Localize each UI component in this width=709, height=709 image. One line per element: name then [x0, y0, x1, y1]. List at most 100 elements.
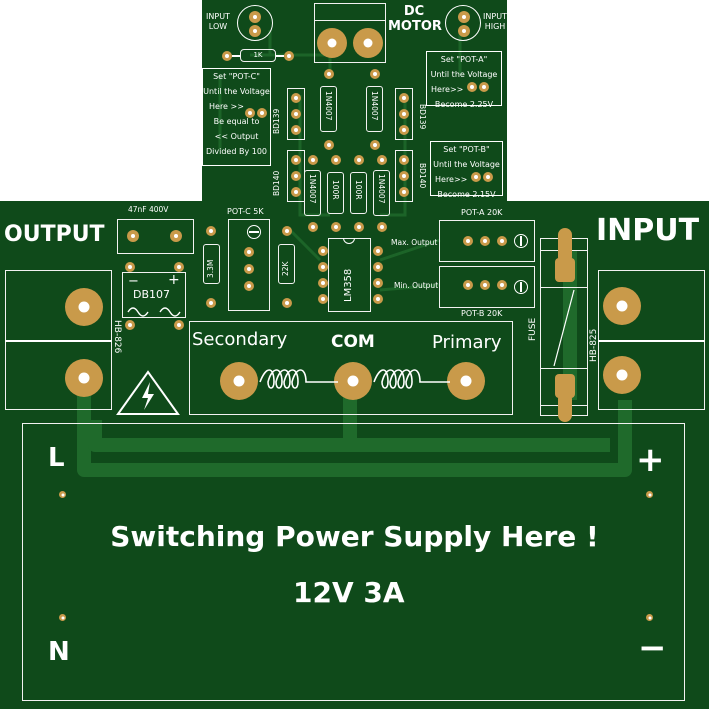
bridge-plus: + [168, 272, 180, 288]
dc-motor-pad [317, 28, 347, 58]
diode-d1 [320, 86, 337, 132]
output-pad-1 [65, 288, 103, 326]
pad [308, 155, 318, 165]
pad [125, 262, 135, 272]
pad [463, 280, 473, 290]
input-high-terminal [445, 5, 481, 41]
fuse-pad [558, 228, 572, 264]
capacitor-47nf [117, 219, 194, 254]
plus-label: + [636, 440, 665, 480]
bd139-left-label: BD139 [272, 108, 281, 134]
diode-d3-label: 1N4007 [308, 174, 317, 204]
pad [318, 278, 328, 288]
minus-label: − [638, 628, 667, 668]
diode-d4 [373, 170, 390, 216]
bd140-right-label: BD140 [418, 163, 427, 189]
fuse-pad [555, 258, 575, 282]
test-pad [257, 108, 267, 118]
pad [373, 246, 383, 256]
com-pad [334, 362, 372, 400]
note-line: Become 2.15V [437, 190, 496, 199]
test-pad [483, 172, 493, 182]
dc-motor-terminal-top [314, 3, 386, 21]
max-output-label: Max. Output [391, 238, 438, 247]
secondary-coil-icon [259, 369, 338, 389]
pad [377, 155, 387, 165]
pad [370, 69, 380, 79]
pad [373, 278, 383, 288]
pad [480, 280, 490, 290]
input-low-label: INPUT LOW [206, 12, 230, 31]
min-output-label: Min. Output [394, 281, 439, 290]
resistor-100r-2-label: 100R [354, 180, 363, 200]
primary-label: Primary [432, 332, 502, 353]
output-pad-2 [65, 359, 103, 397]
lead [276, 55, 284, 57]
pad [284, 51, 294, 61]
resistor-22k [278, 244, 295, 284]
pad [291, 171, 301, 181]
note-line: Until the Voltage [430, 70, 498, 79]
bd139-right [395, 88, 413, 140]
pot-a [439, 220, 535, 262]
bridge-db107 [122, 272, 186, 318]
note-line: Here>> [431, 172, 502, 187]
sps-title: Switching Power Supply Here ! [110, 520, 599, 553]
note-line-text: Here>> [431, 85, 464, 94]
pad [370, 140, 380, 150]
pad [399, 187, 409, 197]
resistor-100r-1 [327, 172, 344, 214]
diode-d1-label: 1N4007 [324, 91, 333, 121]
input-low-terminal [237, 5, 273, 41]
pot-a-knob-icon [514, 234, 528, 248]
test-pad [467, 82, 477, 92]
note-line: Until the Voltage [203, 87, 270, 96]
knob-slot [520, 282, 522, 292]
pad [244, 264, 254, 274]
cap-label: 47nF 400V [128, 205, 169, 214]
pad [377, 222, 387, 232]
pad [331, 155, 341, 165]
test-pad [479, 82, 489, 92]
pad [354, 155, 364, 165]
pad [373, 294, 383, 304]
diode-d3 [304, 170, 321, 216]
pad [308, 222, 318, 232]
bridge-label: DB107 [133, 288, 171, 301]
secondary-label: Secondary [192, 329, 288, 350]
input-pad-2 [603, 356, 641, 394]
pad [318, 262, 328, 272]
high-voltage-warning-icon [116, 370, 180, 415]
fuse-line [553, 289, 575, 367]
pad [244, 247, 254, 257]
neutral-label: N [48, 637, 70, 667]
pad [324, 69, 334, 79]
fuse-pad [558, 392, 572, 422]
divider [5, 340, 112, 342]
input-high-label: INPUT HIGH [483, 12, 507, 31]
resistor-1k [240, 49, 276, 62]
note-line: << Output [214, 132, 259, 141]
pot-c-note: Set "POT-C" Until the Voltage Here >> Be… [202, 68, 271, 166]
pad [206, 226, 216, 236]
bd139-left [287, 88, 305, 140]
pad [125, 320, 135, 330]
note-line: Here >> [203, 99, 270, 114]
pad [206, 298, 216, 308]
note-line: Set "POT-B" [443, 145, 490, 154]
pot-c-label: POT-C 5K [227, 207, 264, 216]
pad [174, 262, 184, 272]
pad [249, 25, 261, 37]
lead [232, 55, 240, 57]
pad [291, 109, 301, 119]
knob-slot [249, 231, 259, 233]
resistor-100r-2 [350, 172, 367, 214]
pad [291, 93, 301, 103]
pad [324, 140, 334, 150]
resistor-22k-label: 22K [281, 261, 290, 276]
pad [170, 230, 182, 242]
pad [59, 491, 66, 498]
pad [373, 262, 383, 272]
pad [399, 171, 409, 181]
